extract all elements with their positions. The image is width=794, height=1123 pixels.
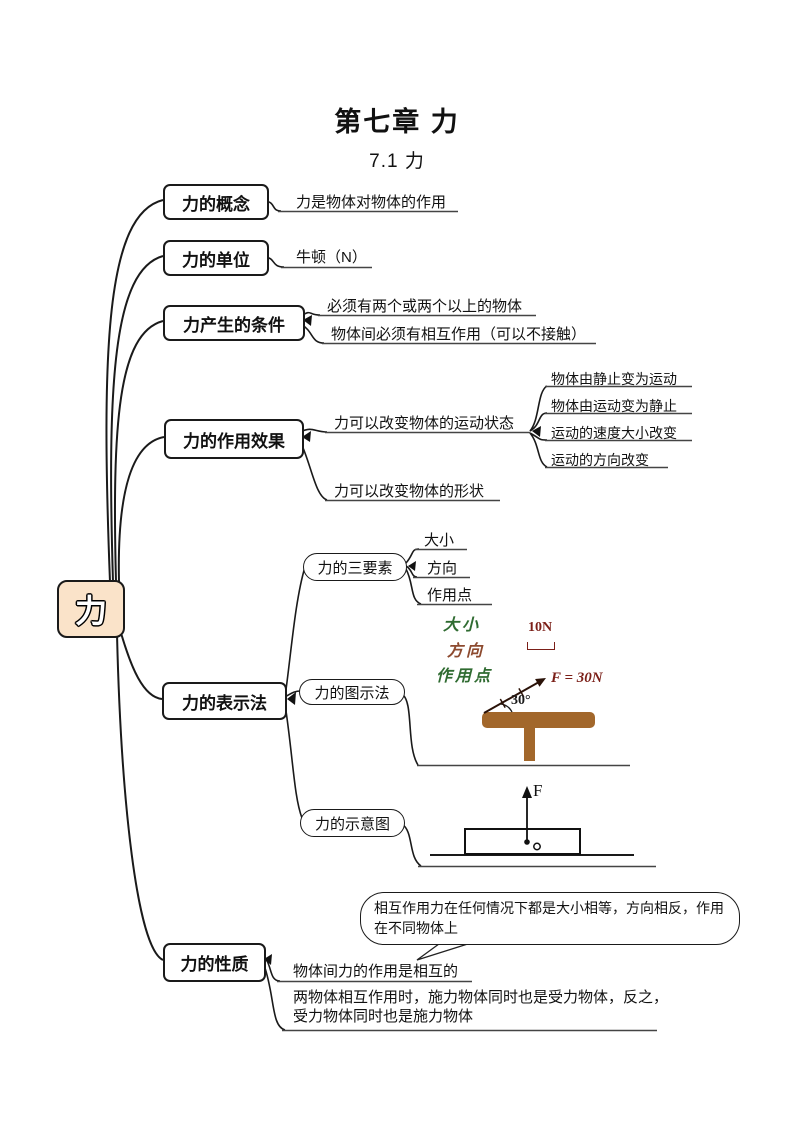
leaf-effect-sub-1: 物体由静止变为运动	[551, 371, 677, 387]
node-force-properties: 力的性质	[163, 943, 266, 982]
leaf-element-point: 作用点	[427, 587, 473, 604]
node-force-representation: 力的表示法	[162, 682, 287, 720]
leaf-effect-motion: 力可以改变物体的运动状态	[334, 415, 515, 432]
leaf-effect-shape: 力可以改变物体的形状	[334, 483, 485, 500]
force-diagram-table	[482, 712, 595, 761]
figure-label-magnitude: 大小	[443, 617, 482, 634]
node-force-unit: 力的单位	[163, 240, 269, 276]
node-label: 力的表示法	[182, 693, 267, 713]
page-title: 第七章 力	[334, 107, 460, 137]
node-label: 力的作用效果	[183, 431, 285, 451]
root-label: 力	[74, 593, 107, 629]
figure-label-direction: 方向	[447, 643, 486, 660]
leaf-element-direction: 方向	[427, 560, 458, 577]
scale-bracket-icon	[527, 642, 555, 650]
leaf-effect-sub-3: 运动的速度大小改变	[551, 425, 677, 441]
node-label: 力的概念	[182, 194, 250, 214]
figure-angle-label: 30°	[511, 693, 531, 708]
node-force-concept: 力的概念	[163, 184, 269, 220]
node-label: 力的三要素	[317, 559, 393, 577]
figure-label-point: 作用点	[436, 668, 494, 685]
node-label: 力的图示法	[314, 684, 390, 702]
leaf-effect-sub-4: 运动的方向改变	[551, 452, 649, 468]
leaf-concept-definition: 力是物体对物体的作用	[296, 194, 447, 211]
leaf-unit-newton: 牛顿（N）	[296, 249, 367, 266]
node-label: 力的单位	[182, 250, 250, 270]
leaf-property-mutual: 物体间力的作用是相互的	[293, 963, 459, 980]
node-label: 力产生的条件	[183, 315, 285, 335]
leaf-condition-1: 必须有两个或两个以上的物体	[327, 298, 523, 315]
node-force-effects: 力的作用效果	[164, 419, 304, 459]
callout-bubble: 相互作用力在任何情况下都是大小相等，方向相反，作用在不同物体上	[360, 892, 740, 946]
leaf-property-both-roles: 两物体相互作用时，施力物体同时也是受力物体，反之，受力物体同时也是施力物体	[293, 989, 669, 1025]
leaf-condition-2: 物体间必须有相互作用（可以不接触）	[331, 326, 587, 343]
root-node-force: 力	[57, 580, 125, 638]
node-three-elements: 力的三要素	[303, 553, 407, 581]
schematic-force-label: F	[533, 781, 543, 800]
node-diagram-method: 力的图示法	[299, 679, 405, 705]
figure-scale-label: 10N	[528, 620, 553, 635]
node-force-conditions: 力产生的条件	[163, 305, 305, 341]
schematic-block-figure	[464, 786, 581, 855]
leaf-element-magnitude: 大小	[424, 532, 455, 549]
node-label: 力的示意图	[314, 815, 390, 833]
section-title: 7.1 力	[369, 151, 425, 172]
leaf-effect-sub-2: 物体由运动变为静止	[551, 398, 677, 414]
node-schematic-method: 力的示意图	[300, 809, 405, 837]
figure-force-value-label: F = 30N	[551, 670, 603, 686]
node-label: 力的性质	[180, 955, 249, 974]
